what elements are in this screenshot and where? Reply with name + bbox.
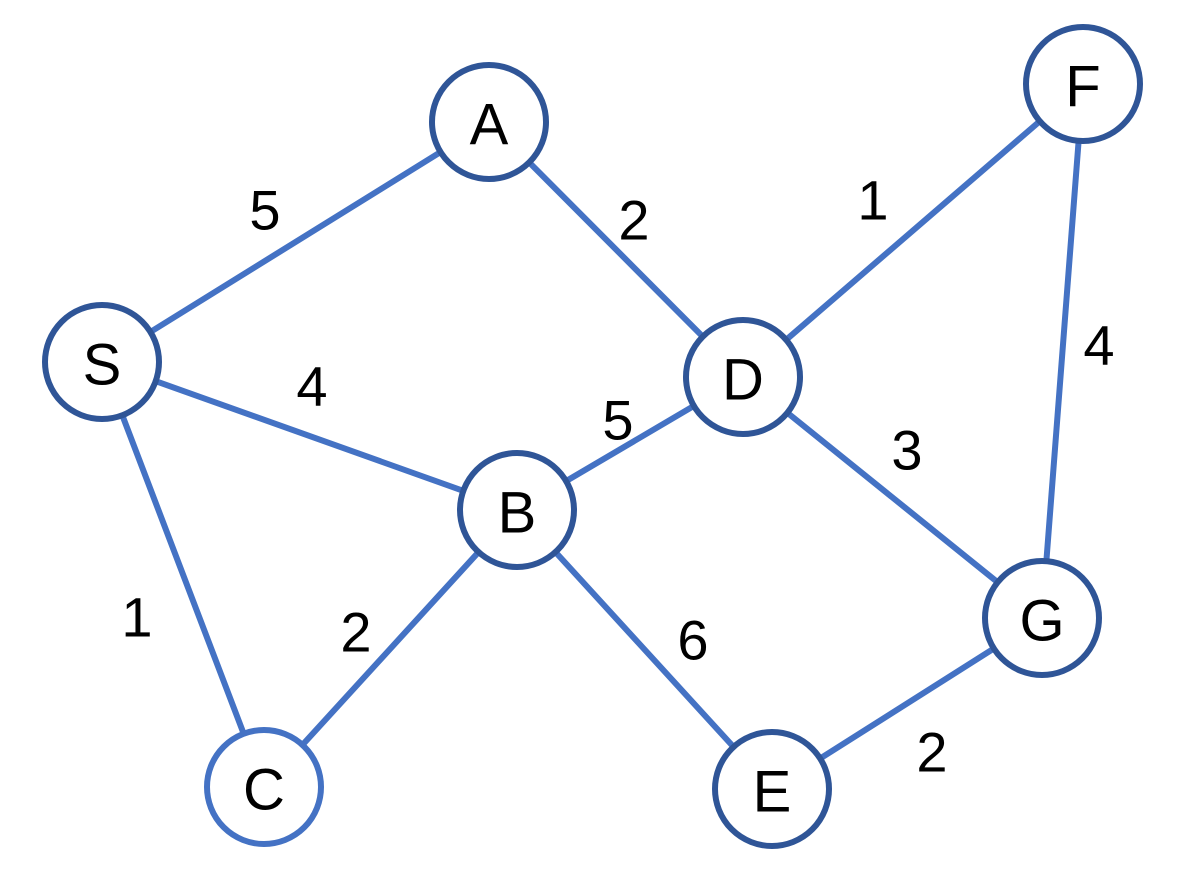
edge-weight-f-g: 4 [1083,314,1114,377]
node-circle-g [982,558,1102,678]
edge-f-g [1039,81,1086,621]
edge-weight-e-g: 2 [916,721,947,784]
node-circle-f [1023,24,1143,144]
node-label-g: G [1019,589,1064,654]
edge-s-a [99,119,492,365]
edge-weight-s-b: 4 [296,355,327,418]
node-b: B [457,450,577,570]
node-label-c: C [243,758,285,823]
node-g: G [982,558,1102,678]
edge-weight-d-g: 3 [891,419,922,482]
node-e: E [712,729,832,849]
node-c: C [204,727,324,847]
node-circle-b [457,450,577,570]
node-a: A [429,62,549,182]
edge-weight-s-c: 1 [121,586,152,649]
edge-weights-layer: 5 4 1 2 5 2 6 1 3 4 2 [121,169,1114,784]
edge-weight-a-d: 2 [618,189,649,252]
edge-s-c [99,359,267,790]
edge-b-c [261,507,520,790]
node-f: F [1023,24,1143,144]
node-label-b: B [498,481,537,546]
edge-b-e [514,507,775,792]
node-circle-s [42,302,162,422]
edge-d-f [740,81,1086,380]
edge-d-g [740,374,1045,621]
node-label-d: D [722,348,764,413]
node-label-s: S [83,333,122,398]
edge-weight-b-e: 6 [677,609,708,672]
node-label-f: F [1065,55,1100,120]
edge-weight-b-d: 5 [602,389,633,452]
node-circle-a [429,62,549,182]
node-circle-d [683,317,803,437]
node-label-e: E [753,760,792,825]
node-circle-e [712,729,832,849]
edge-weight-b-c: 2 [340,601,371,664]
edge-s-b [99,359,520,513]
node-label-a: A [470,93,509,158]
nodes-layer: S A B C D E F G [42,24,1143,849]
node-circle-c [204,727,324,847]
node-s: S [42,302,162,422]
edge-weight-s-a: 5 [249,179,280,242]
node-d: D [683,317,803,437]
edge-weight-d-f: 1 [857,169,888,232]
